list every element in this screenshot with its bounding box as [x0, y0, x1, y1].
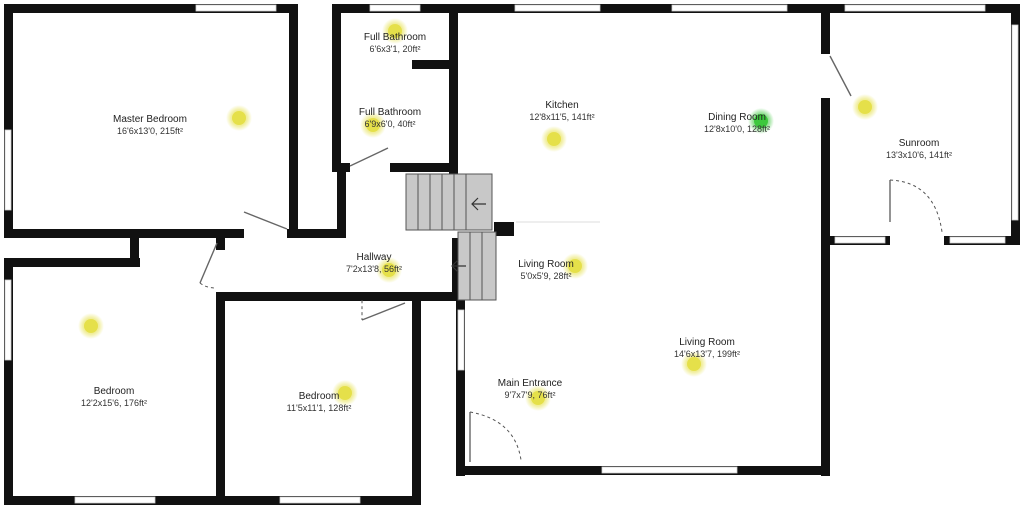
- sensor-marker-hallway[interactable]: [382, 263, 396, 277]
- room-dims: 12'2x15'6, 176ft²: [81, 398, 147, 408]
- room-name: Full Bathroom: [359, 107, 421, 118]
- sensor-marker-bedroom-left[interactable]: [84, 319, 98, 333]
- room-dims: 13'3x10'6, 141ft²: [886, 150, 952, 160]
- room-dims: 16'6x13'0, 215ft²: [117, 126, 183, 136]
- room-name: Master Bedroom: [113, 114, 187, 125]
- room-name: Bedroom: [299, 391, 340, 402]
- room-name: Living Room: [518, 259, 574, 270]
- room-dims: 11'5x11'1, 128ft²: [287, 403, 352, 413]
- room-name: Dining Room: [708, 112, 766, 123]
- room-dims: 6'9x6'0, 40ft²: [365, 119, 416, 129]
- room-labels: Master Bedroom 16'6x13'0, 215ft² Full Ba…: [81, 32, 952, 413]
- sensor-marker-bedroom-middle[interactable]: [338, 386, 352, 400]
- room-dims: 9'7x7'9, 76ft²: [505, 390, 556, 400]
- room-name: Kitchen: [545, 100, 578, 111]
- room-name: Sunroom: [899, 138, 940, 149]
- walls: [4, 4, 1020, 505]
- sensor-marker-sunroom[interactable]: [858, 100, 872, 114]
- room-name: Living Room: [679, 337, 735, 348]
- room-dims: 6'6x3'1, 20ft²: [370, 44, 421, 54]
- sensor-marker-living-room[interactable]: [687, 357, 701, 371]
- doors: [199, 55, 943, 462]
- windows: [4, 4, 1019, 504]
- room-name: Full Bathroom: [364, 32, 426, 43]
- sensor-marker-kitchen[interactable]: [547, 132, 561, 146]
- stairs: [405, 173, 497, 301]
- sensor-marker-main-entrance[interactable]: [531, 391, 545, 405]
- room-dims: 12'8x11'5, 141ft²: [529, 112, 594, 122]
- room-dims: 5'0x5'9, 28ft²: [521, 271, 572, 281]
- sensor-marker-master-bedroom[interactable]: [232, 111, 246, 125]
- room-name: Main Entrance: [498, 378, 563, 389]
- room-dims: 7'2x13'8, 56ft²: [346, 264, 402, 274]
- sensor-marker-dining-room[interactable]: [754, 114, 768, 128]
- room-name: Hallway: [356, 252, 391, 263]
- sensor-marker-full-bathroom-2[interactable]: [366, 118, 380, 132]
- room-dims: 14'6x13'7, 199ft²: [674, 349, 740, 359]
- sensor-markers: [78, 18, 878, 411]
- sensor-marker-full-bathroom-1[interactable]: [388, 24, 402, 38]
- room-name: Bedroom: [94, 386, 135, 397]
- sensor-marker-living-room-small[interactable]: [568, 259, 582, 273]
- room-dims: 12'8x10'0, 128ft²: [704, 124, 770, 134]
